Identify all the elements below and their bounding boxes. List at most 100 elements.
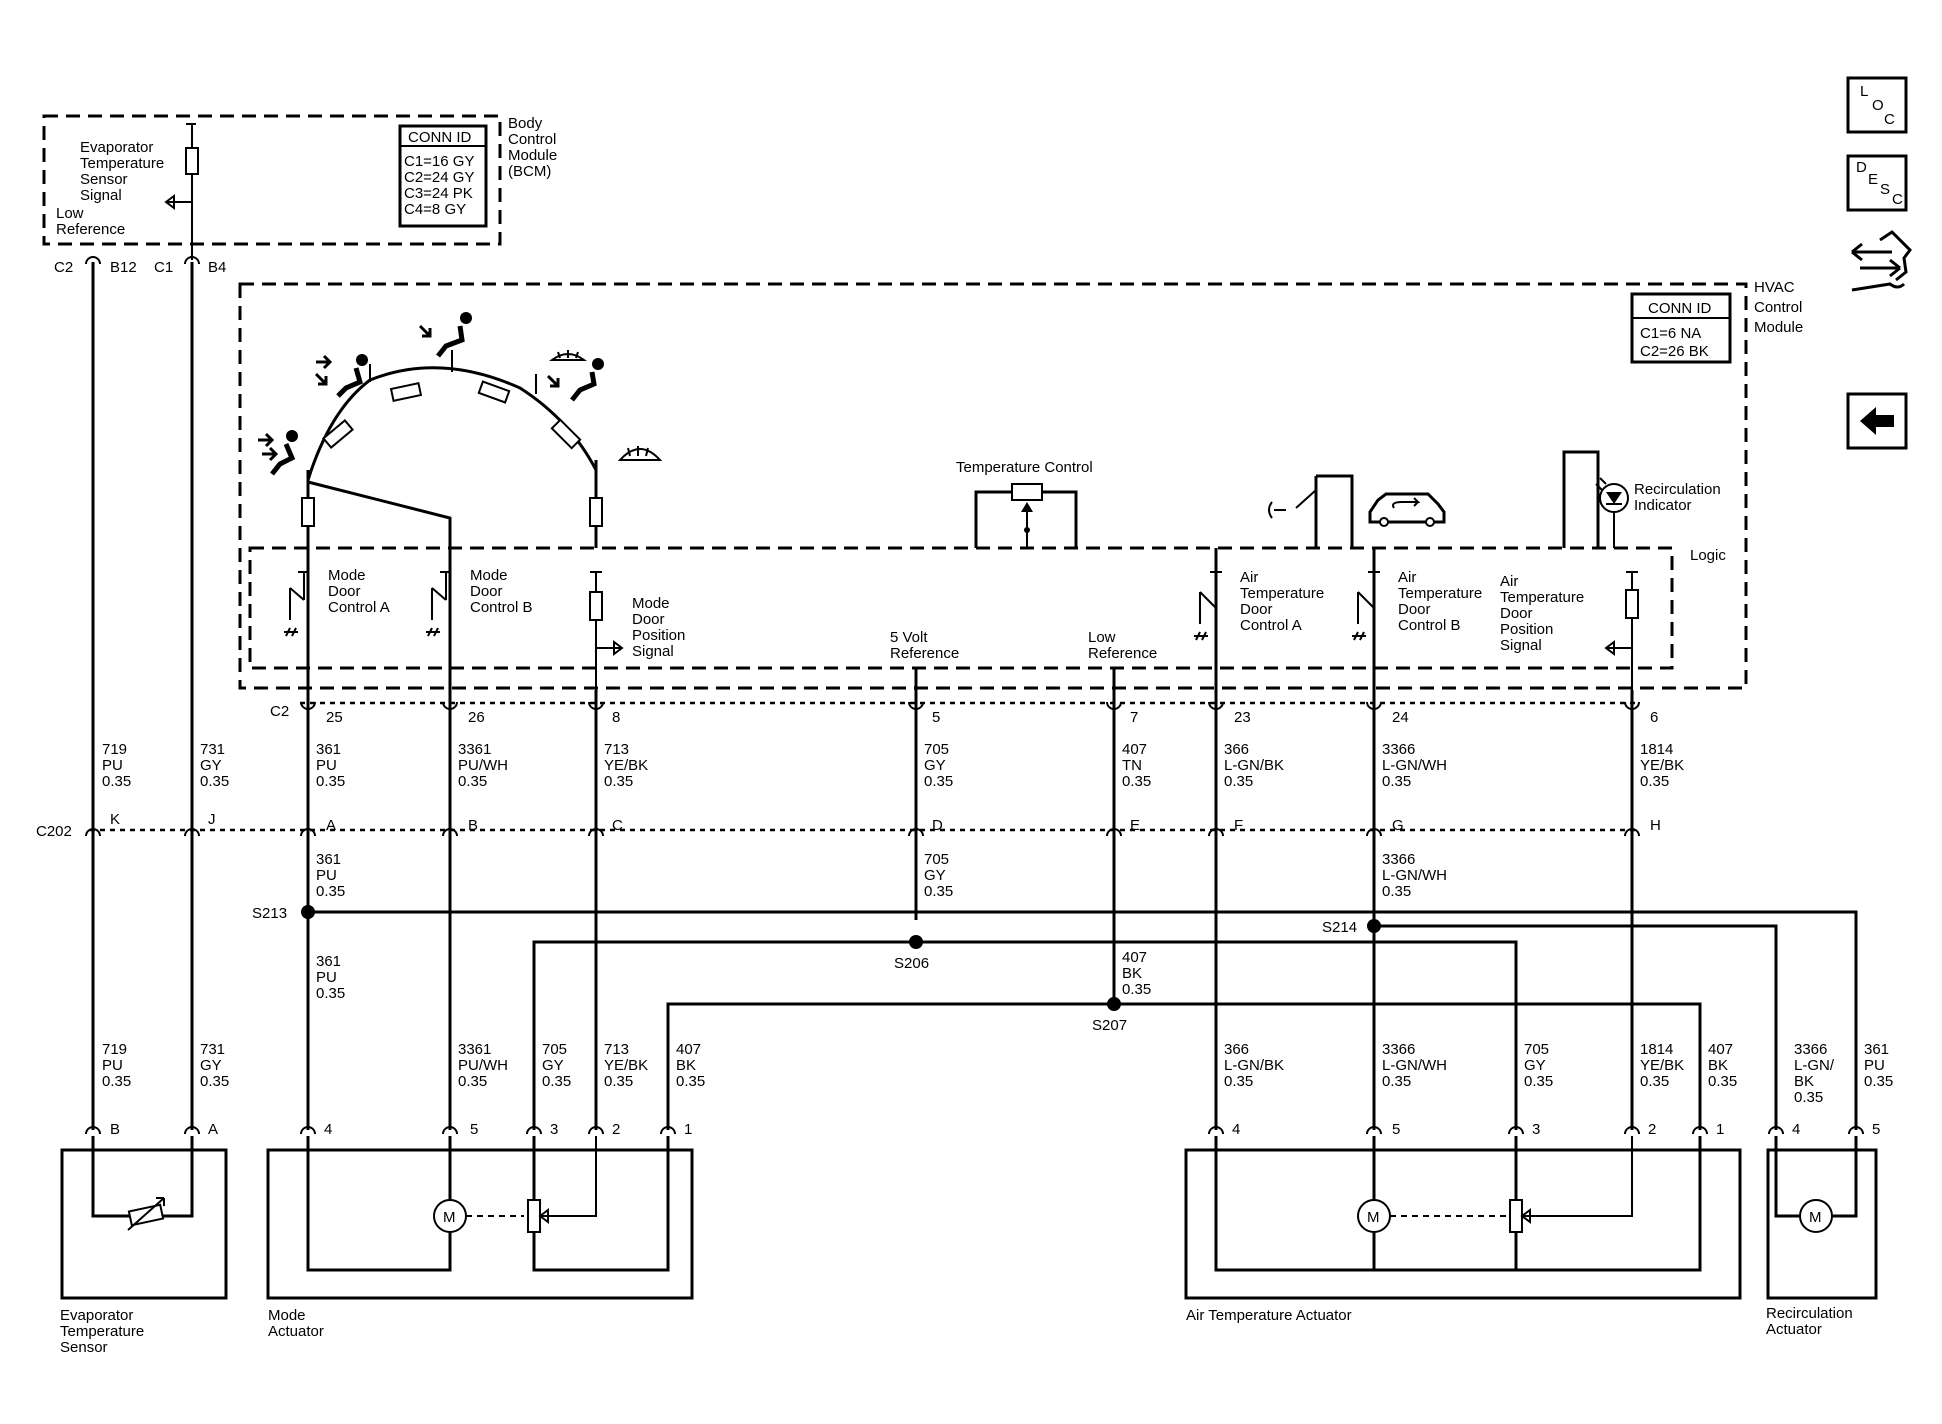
- svg-text:0.35: 0.35: [1382, 1073, 1411, 1090]
- svg-text:Door: Door: [1240, 601, 1273, 618]
- svg-text:M: M: [1809, 1209, 1822, 1226]
- desc-button[interactable]: D E S C: [1846, 154, 1908, 212]
- svg-text:719: 719: [102, 1041, 127, 1058]
- svg-text:0.35: 0.35: [676, 1073, 705, 1090]
- svg-text:0.35: 0.35: [200, 1073, 229, 1090]
- svg-text:PU: PU: [1864, 1057, 1885, 1074]
- recirc-indicator-1: Recirculation: [1634, 481, 1721, 498]
- bcm-signal-2: Temperature: [80, 155, 164, 172]
- svg-text:Reference: Reference: [890, 645, 959, 662]
- svg-text:C202: C202: [36, 823, 72, 840]
- hvac-title-2: Control: [1754, 299, 1802, 316]
- svg-text:Door: Door: [632, 611, 665, 628]
- svg-text:407: 407: [1708, 1041, 1733, 1058]
- svg-text:0.35: 0.35: [924, 773, 953, 790]
- svg-text:Air: Air: [1500, 573, 1518, 590]
- svg-text:0.35: 0.35: [604, 773, 633, 790]
- svg-text:PU: PU: [316, 757, 337, 774]
- svg-text:PU: PU: [102, 1057, 123, 1074]
- desc-letter-s: S: [1880, 181, 1890, 198]
- svg-text:0.35: 0.35: [1382, 883, 1411, 900]
- loc-button[interactable]: L O C: [1846, 76, 1908, 134]
- svg-text:B: B: [110, 1121, 120, 1138]
- svg-text:YE/BK: YE/BK: [604, 757, 648, 774]
- hvac-title-3: Module: [1754, 319, 1803, 336]
- schematic-tools-icon[interactable]: [1851, 230, 1912, 292]
- hvac-conn-id-header: CONN ID: [1648, 300, 1712, 317]
- desc-letter-d: D: [1856, 159, 1867, 176]
- svg-text:GY: GY: [924, 867, 946, 884]
- desc-letter-c: C: [1892, 191, 1903, 208]
- svg-text:366: 366: [1224, 741, 1249, 758]
- hvac-conn-id-1: C1=6 NA: [1640, 325, 1701, 342]
- back-arrow-button[interactable]: [1846, 392, 1908, 450]
- svg-text:Signal: Signal: [632, 643, 674, 660]
- svg-text:A: A: [326, 817, 336, 834]
- bcm-title-1: Body: [508, 115, 543, 132]
- svg-text:0.35: 0.35: [604, 1073, 633, 1090]
- bcm-conn-id-4: C4=8 GY: [404, 201, 466, 218]
- svg-text:1814: 1814: [1640, 741, 1673, 758]
- svg-text:26: 26: [468, 709, 485, 726]
- svg-text:Air: Air: [1398, 569, 1416, 586]
- svg-text:731: 731: [200, 1041, 225, 1058]
- splice-s206-label: S206: [894, 955, 929, 972]
- svg-text:Temperature: Temperature: [1240, 585, 1324, 602]
- svg-text:24: 24: [1392, 709, 1409, 726]
- svg-text:D: D: [932, 817, 943, 834]
- svg-text:F: F: [1234, 817, 1243, 834]
- svg-text:PU: PU: [316, 867, 337, 884]
- svg-text:361: 361: [316, 741, 341, 758]
- svg-text:0.35: 0.35: [1122, 981, 1151, 998]
- svg-text:YE/BK: YE/BK: [604, 1057, 648, 1074]
- svg-text:Recirculation: Recirculation: [1766, 1305, 1853, 1322]
- back-arrow-icon: [1860, 407, 1894, 435]
- svg-text:Door: Door: [470, 583, 503, 600]
- bcm-lowref-1: Low: [56, 205, 84, 222]
- svg-text:Control A: Control A: [328, 599, 390, 616]
- svg-text:407: 407: [1122, 949, 1147, 966]
- svg-text:C2: C2: [54, 259, 73, 276]
- svg-text:Mode: Mode: [268, 1307, 306, 1324]
- svg-text:C2: C2: [270, 703, 289, 720]
- vent-defrost-icon: [617, 446, 663, 461]
- svg-text:705: 705: [542, 1041, 567, 1058]
- mode-actuator: 4 5 3 2 1 M Mode Actuator: [266, 1121, 694, 1340]
- vent-face-icon: [258, 430, 298, 476]
- svg-text:Door: Door: [1500, 605, 1533, 622]
- svg-text:0.35: 0.35: [102, 1073, 131, 1090]
- evap-temp-sensor: B A Evaporator Temperature Sensor: [60, 1121, 228, 1356]
- svg-text:Low: Low: [1088, 629, 1116, 646]
- svg-text:Temperature: Temperature: [1398, 585, 1482, 602]
- svg-text:0.35: 0.35: [1864, 1073, 1893, 1090]
- svg-text:0.35: 0.35: [924, 883, 953, 900]
- svg-text:361: 361: [1864, 1041, 1889, 1058]
- svg-text:5 Volt: 5 Volt: [890, 629, 928, 646]
- svg-text:PU/WH: PU/WH: [458, 1057, 508, 1074]
- logic-label: Logic: [1690, 547, 1726, 564]
- svg-text:7: 7: [1130, 709, 1138, 726]
- svg-text:BK: BK: [1708, 1057, 1728, 1074]
- svg-text:0.35: 0.35: [1224, 773, 1253, 790]
- svg-text:1814: 1814: [1640, 1041, 1673, 1058]
- svg-text:Air: Air: [1240, 569, 1258, 586]
- svg-text:2: 2: [612, 1121, 620, 1138]
- svg-text:A: A: [208, 1121, 218, 1138]
- bcm-conn-id-3: C3=24 PK: [404, 185, 473, 202]
- svg-text:713: 713: [604, 1041, 629, 1058]
- svg-text:4: 4: [1232, 1121, 1240, 1138]
- loc-letter-c: C: [1884, 111, 1895, 128]
- vent-mix-icon: [546, 350, 604, 402]
- svg-text:Temperature: Temperature: [60, 1323, 144, 1340]
- svg-text:Mode: Mode: [328, 567, 366, 584]
- svg-text:C1: C1: [154, 259, 173, 276]
- bcm-title-3: Module: [508, 147, 557, 164]
- svg-text:5: 5: [1392, 1121, 1400, 1138]
- svg-text:0.35: 0.35: [316, 985, 345, 1002]
- svg-text:0.35: 0.35: [316, 883, 345, 900]
- svg-text:C: C: [612, 817, 623, 834]
- svg-text:BK: BK: [1122, 965, 1142, 982]
- svg-text:Position: Position: [1500, 621, 1553, 638]
